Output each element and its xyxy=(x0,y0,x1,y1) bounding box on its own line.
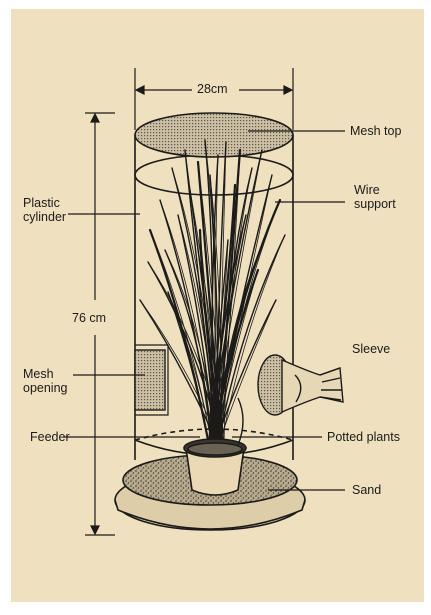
potted-plant xyxy=(184,439,246,495)
label-sleeve: Sleeve xyxy=(352,342,390,356)
label-mesh-opening: Mesh opening xyxy=(23,367,68,395)
label-sand: Sand xyxy=(352,483,381,497)
mesh-opening xyxy=(135,350,165,410)
mesh-top xyxy=(135,113,293,157)
label-feeder: Feeder xyxy=(30,430,70,444)
width-dimension-label: 28cm xyxy=(197,82,228,96)
label-plastic-cylinder: Plastic cylinder xyxy=(23,196,66,224)
label-potted-plants: Potted plants xyxy=(327,430,400,444)
label-mesh-top: Mesh top xyxy=(350,124,401,138)
height-dimension-label: 76 cm xyxy=(72,311,106,325)
label-wire-support: Wire support xyxy=(354,183,396,211)
